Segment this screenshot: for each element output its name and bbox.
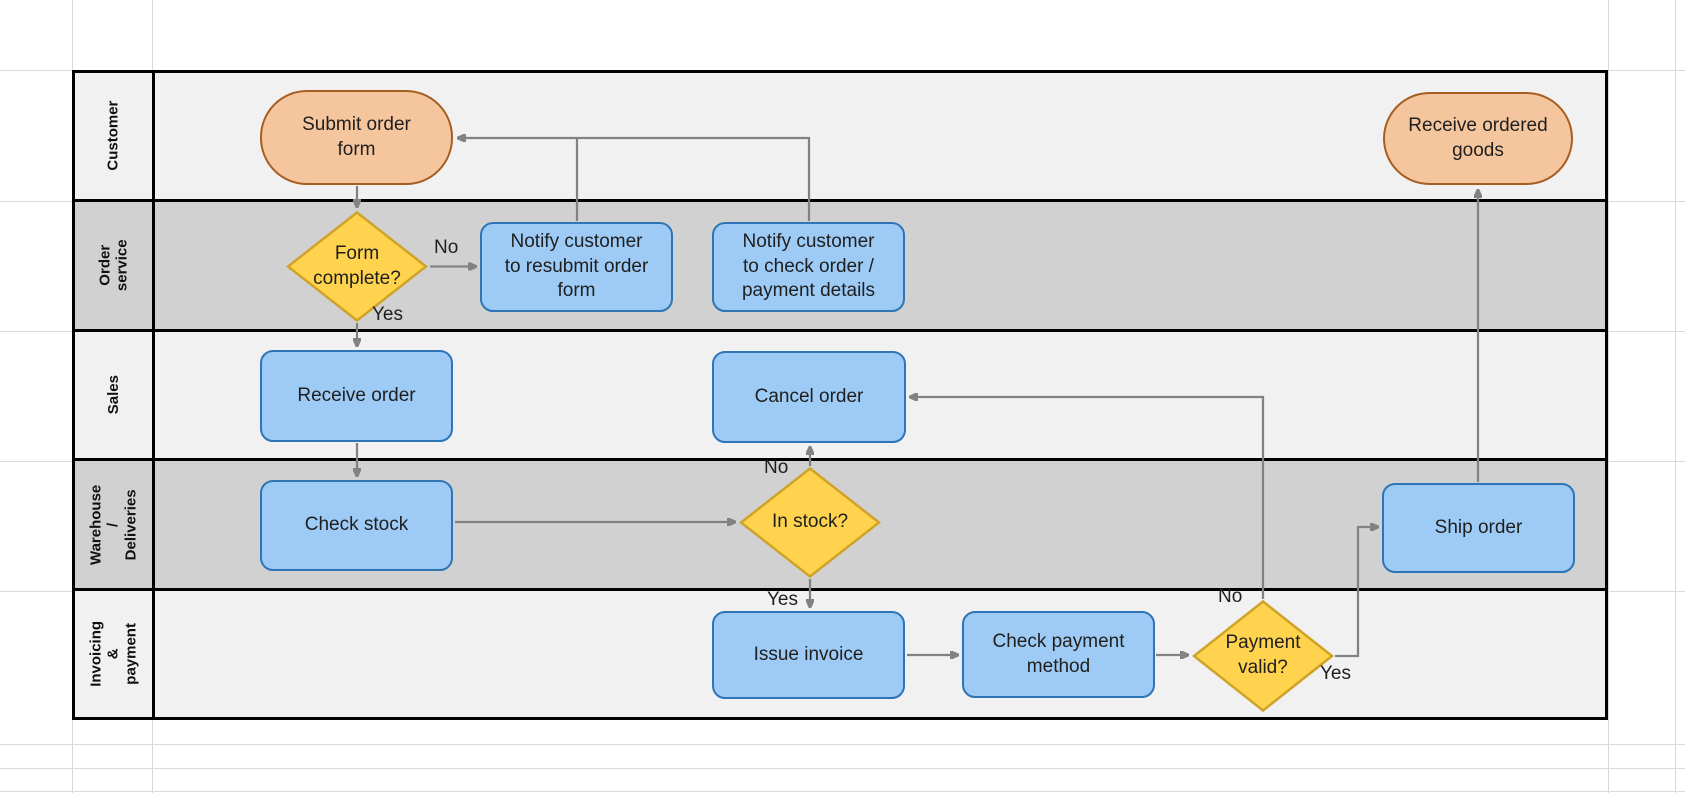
edge-label-in-stock-yes: Yes <box>767 589 798 610</box>
grid-col-line <box>1675 0 1676 793</box>
node-check-stock[interactable]: Check stock <box>260 480 453 571</box>
node-issue-invoice[interactable]: Issue invoice <box>712 611 905 699</box>
node-check-payment[interactable]: Check payment method <box>962 611 1155 698</box>
node-label: Notify customer to resubmit order form <box>504 230 649 302</box>
node-notify-resubmit[interactable]: Notify customer to resubmit order form <box>480 222 673 312</box>
edge-label-form-complete-yes: Yes <box>372 304 403 325</box>
grid-col-line <box>1608 0 1609 793</box>
node-receive-goods[interactable]: Receive ordered goods <box>1383 92 1573 185</box>
lane-label-sales: Sales <box>104 375 122 415</box>
edge-label-in-stock-no: No <box>764 457 789 478</box>
grid-row-line <box>0 768 1685 769</box>
node-label: Submit order form <box>302 113 411 160</box>
grid-row-line <box>0 744 1685 745</box>
node-label: In stock? <box>771 511 849 533</box>
node-label: Check payment method <box>992 630 1125 677</box>
node-form-complete[interactable]: Form complete? <box>286 211 428 322</box>
grid-row-line <box>0 791 1685 792</box>
node-in-stock[interactable]: In stock? <box>739 467 881 578</box>
node-label: Check stock <box>304 514 409 536</box>
diamond-shape <box>286 211 428 322</box>
lane-label-cell: Invoicing & payment <box>75 591 155 717</box>
node-label: Notify customer to check order / payment… <box>741 230 876 302</box>
lane-label-cell: Sales <box>75 332 155 458</box>
lane-label-cell: Order service <box>75 202 155 329</box>
node-notify-check[interactable]: Notify customer to check order / payment… <box>712 222 905 312</box>
lane-label-cell: Customer <box>75 73 155 199</box>
node-payment-valid[interactable]: Payment valid? <box>1192 600 1334 712</box>
lane-label-customer: Customer <box>104 100 122 172</box>
node-label: Ship order <box>1434 516 1523 538</box>
node-label: Form complete? <box>313 242 401 289</box>
lane-label-cell: Warehouse / Deliveries <box>75 461 155 588</box>
node-label: Receive order <box>297 384 416 406</box>
diamond-shape <box>739 467 881 578</box>
edge-label-payment-valid-yes: Yes <box>1320 663 1351 684</box>
edge-label-form-complete-no: No <box>434 237 459 258</box>
diamond-shape <box>1192 600 1334 712</box>
node-cancel-order[interactable]: Cancel order <box>712 351 906 443</box>
node-submit-order[interactable]: Submit order form <box>260 90 453 185</box>
node-label: Cancel order <box>754 385 864 407</box>
node-label: Payment valid? <box>1225 632 1301 678</box>
node-ship-order[interactable]: Ship order <box>1382 483 1575 573</box>
lane-label-warehouse-deliveries: Warehouse / Deliveries <box>87 484 140 565</box>
node-label: Receive ordered goods <box>1408 114 1548 161</box>
edge-label-payment-valid-no: No <box>1218 586 1243 607</box>
lane-label-order-service: Order service <box>96 239 131 292</box>
node-receive-order[interactable]: Receive order <box>260 350 453 442</box>
lane-label-invoicing-payment: Invoicing & payment <box>87 621 140 687</box>
node-label: Issue invoice <box>753 643 864 665</box>
